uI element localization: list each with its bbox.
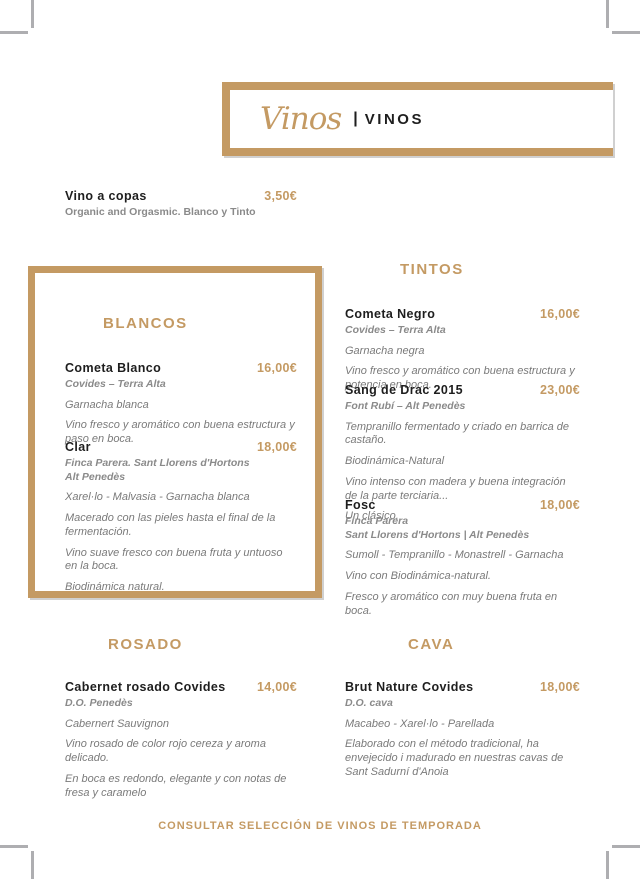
wine-entry-clar: Clar 18,00€ Finca Parera. Sant Llorens d… <box>65 440 297 595</box>
wine-grapes: Xarel·lo - Malvasia - Garnacha blanca <box>65 491 250 504</box>
wine-estate: Covides – Terra Alta <box>65 378 166 390</box>
wine-name: Cometa Negro <box>345 307 436 321</box>
wine-note: Macerado con las pieles hasta el final d… <box>65 512 276 538</box>
menu-title-separator: | <box>353 110 358 127</box>
wine-note: Vino rosado de color rojo cereza y aroma… <box>65 738 266 765</box>
wine-price: 23,00€ <box>539 383 580 397</box>
wine-name: Clar <box>65 440 91 454</box>
wine-note: Vino fresco y aromático con buena estruc… <box>345 365 575 392</box>
wine-entry-cabernet-rosado: Cabernet rosado Covides 14,00€ D.O. Pene… <box>65 680 297 800</box>
wine-name: Cabernet rosado Covides <box>65 680 226 694</box>
wine-name: Brut Nature Covides <box>345 680 474 694</box>
wine-grapes: Cabernert Sauvignon <box>65 717 169 730</box>
wine-estate: Font Rubí – Alt Penedès <box>345 400 466 412</box>
wine-note: Tempranillo fermentado y criado en barri… <box>345 420 569 447</box>
wine-note: En boca es redondo, elegante y con notas… <box>65 772 287 799</box>
footer-note: CONSULTAR SELECCIÓN DE VINOS DE TEMPORAD… <box>158 820 482 832</box>
wine-entry-cometa-blanco: Cometa Blanco 16,00€ Covides – Terra Alt… <box>65 361 297 447</box>
wine-estate: D.O. Penedès <box>65 697 133 709</box>
wine-grapes: Sumoll - Tempranillo - Monastrell - Garn… <box>345 549 564 562</box>
wine-price: 3,50€ <box>264 189 297 203</box>
wine-price: 18,00€ <box>539 680 580 694</box>
wine-estate: Finca Parera. Sant Llorens d'Hortons Alt… <box>65 457 250 483</box>
crop-mark-top-left-horizontal <box>0 31 28 34</box>
crop-mark-top-right-horizontal <box>612 31 640 34</box>
crop-mark-bottom-left-vertical <box>31 851 34 879</box>
section-heading-blancos: BLANCOS <box>103 315 188 332</box>
menu-title-script: Vinos <box>260 100 342 137</box>
wine-note: Vino fresco y aromático con buena estruc… <box>65 419 295 446</box>
wine-estate: D.O. cava <box>345 697 393 709</box>
section-heading-tintos: TINTOS <box>400 261 464 278</box>
wine-note: Fresco y aromático con muy buena fruta e… <box>345 590 558 617</box>
wine-estate: Finca Parera Sant Llorens d'Hortons | Al… <box>345 515 530 541</box>
wine-note: Vino suave fresco con buena fruta y untu… <box>65 546 283 573</box>
wine-note: Biodinámica-Natural <box>345 455 445 468</box>
wine-entry-fosc: Fosc 18,00€ Finca Parera Sant Llorens d'… <box>345 498 580 618</box>
wine-entry-sang-de-drac: Sang de Drac 2015 23,00€ Font Rubí – Alt… <box>345 383 580 524</box>
wine-entry-cometa-negro: Cometa Negro 16,00€ Covides – Terra Alta… <box>345 307 580 393</box>
wine-name: Sang de Drac 2015 <box>345 383 463 397</box>
wine-subtitle: Organic and Orgasmic. Blanco y Tinto <box>65 206 256 218</box>
wine-grapes: Garnacha negra <box>345 344 425 357</box>
menu-title-frame: Vinos | VINOS <box>222 82 613 156</box>
blancos-frame <box>28 266 322 598</box>
menu-title-caps: VINOS <box>364 110 424 128</box>
wine-grapes: Garnacha blanca <box>65 398 149 411</box>
wine-estate: Covides – Terra Alta <box>345 324 446 336</box>
wine-by-glass-entry: Vino a copas 3,50€ Organic and Orgasmic.… <box>65 189 297 218</box>
wine-price: 18,00€ <box>256 440 297 454</box>
section-heading-rosado: ROSADO <box>108 636 183 653</box>
crop-mark-top-right-vertical <box>606 0 609 28</box>
wine-name: Vino a copas <box>65 189 147 203</box>
wine-note: Vino intenso con madera y buena integrac… <box>345 475 566 502</box>
section-heading-cava: CAVA <box>408 636 455 653</box>
wine-name: Cometa Blanco <box>65 361 162 375</box>
wine-note: Un clásico. <box>345 510 399 523</box>
wine-note: Biodinámica natural. <box>65 581 165 594</box>
wine-name: Fosc <box>345 498 376 512</box>
crop-mark-bottom-right-horizontal <box>612 845 640 848</box>
crop-mark-bottom-right-vertical <box>606 851 609 879</box>
wine-grapes: Macabeo - Xarel·lo - Parellada <box>345 717 495 730</box>
wine-price: 16,00€ <box>256 361 297 375</box>
wine-note: Elaborado con el método tradicional, ha … <box>345 738 564 778</box>
wine-note: Vino con Biodinámica-natural. <box>345 570 491 583</box>
wine-entry-brut-nature: Brut Nature Covides 18,00€ D.O. cava Mac… <box>345 680 580 780</box>
wine-price: 18,00€ <box>539 498 580 512</box>
wine-price: 14,00€ <box>256 680 297 694</box>
crop-mark-bottom-left-horizontal <box>0 845 28 848</box>
wine-price: 16,00€ <box>539 307 580 321</box>
crop-mark-top-left-vertical <box>31 0 34 28</box>
